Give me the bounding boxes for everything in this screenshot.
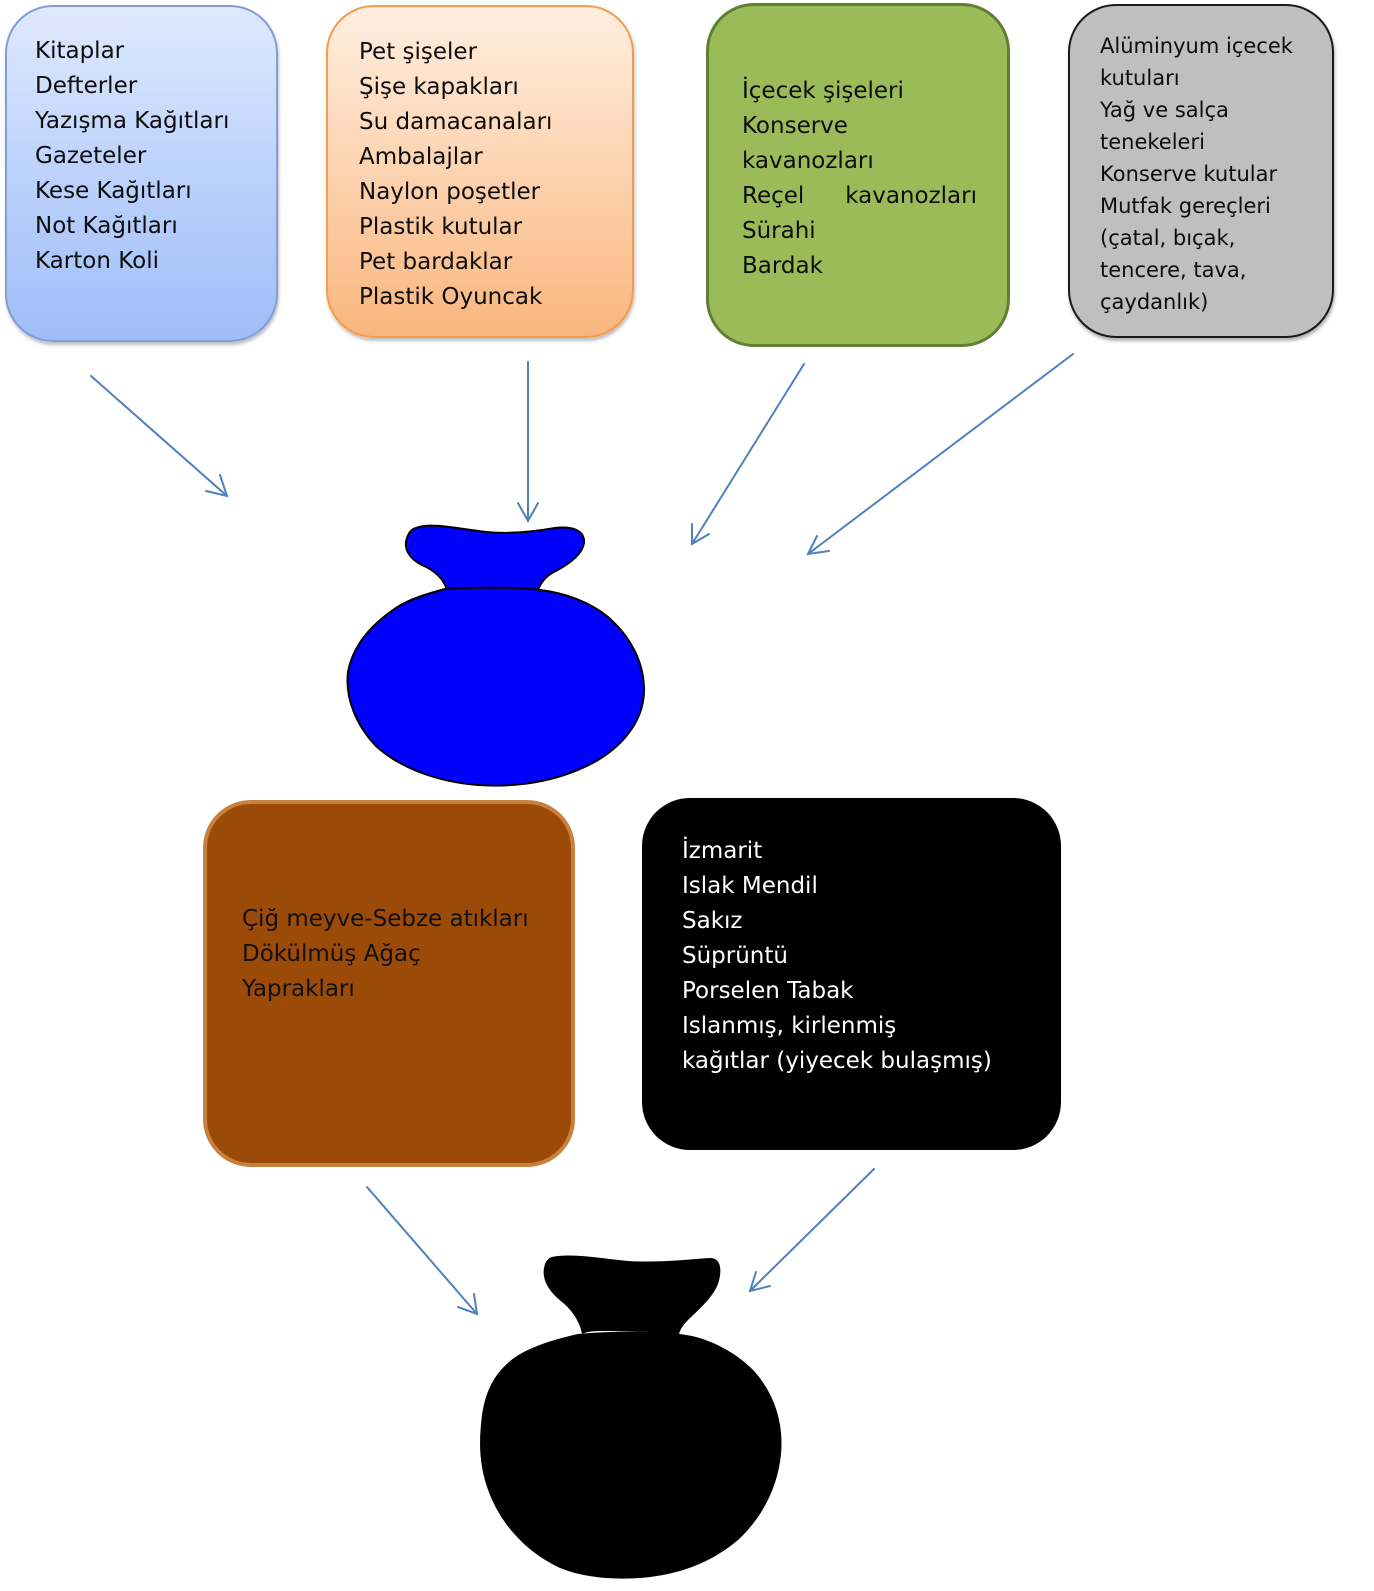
- list-item: çaydanlık): [1100, 290, 1209, 314]
- metal-waste-box: Alüminyum içecek kutuları Yağ ve salça t…: [1068, 4, 1334, 338]
- arrow-organic-to-bag: [366, 1186, 479, 1316]
- list-item: Şişe kapakları: [359, 74, 519, 100]
- paper-items-list: Kitaplar Defterler Yazışma Kağıtları Gaz…: [35, 34, 276, 279]
- arrow-paper-to-bag: [90, 375, 229, 498]
- arrow-residual-to-bag: [748, 1168, 875, 1293]
- paper-waste-box: Kitaplar Defterler Yazışma Kağıtları Gaz…: [5, 5, 278, 342]
- list-item: Kitaplar: [35, 38, 125, 64]
- list-item: Süprüntü: [682, 943, 788, 969]
- plastic-items-list: Pet şişeler Şişe kapakları Su damacanala…: [359, 35, 632, 315]
- list-item: Konserve: [742, 113, 848, 139]
- list-item: Bardak: [742, 253, 823, 279]
- waste-bag-icon: [480, 1255, 782, 1579]
- residual-waste-box: İzmarit Islak Mendil Sakız Süprüntü Pors…: [642, 798, 1061, 1150]
- list-item: İzmarit: [682, 838, 763, 864]
- list-item: Plastik Oyuncak: [359, 284, 543, 310]
- list-item: İçecek şişeleri: [742, 78, 904, 104]
- list-item: Ambalajlar: [359, 144, 483, 170]
- list-item: kutuları: [1100, 66, 1180, 90]
- list-item: Su damacanaları: [359, 109, 553, 135]
- arrow-glass-to-bag: [691, 363, 805, 546]
- glass-items-list: İçecek şişeleri Konserve kavanozları Reç…: [742, 74, 977, 284]
- list-item: Islanmış, kirlenmiş: [682, 1013, 897, 1039]
- arrow-plastic-to-bag: [517, 361, 539, 524]
- list-item: Yağ ve salça: [1100, 98, 1229, 122]
- list-item: Konserve kutular: [1100, 162, 1278, 186]
- list-item: Plastik kutular: [359, 214, 523, 240]
- list-item: Pet şişeler: [359, 39, 478, 65]
- glass-waste-box: İçecek şişeleri Konserve kavanozları Reç…: [706, 3, 1010, 347]
- list-item: Pet bardaklar: [359, 249, 513, 275]
- list-item: Naylon poşetler: [359, 179, 541, 205]
- list-item: Yazışma Kağıtları: [35, 108, 230, 134]
- arrows: [90, 353, 1074, 1316]
- list-item: Yaprakları: [242, 976, 355, 1002]
- arrow-metal-to-bag: [806, 353, 1074, 556]
- list-item: Alüminyum içecek: [1100, 34, 1293, 58]
- metal-items-list: Alüminyum içecek kutuları Yağ ve salça t…: [1100, 30, 1332, 318]
- residual-items-list: İzmarit Islak Mendil Sakız Süprüntü Pors…: [682, 834, 1061, 1079]
- list-item: Islak Mendil: [682, 873, 818, 899]
- organic-items-list: Çiğ meyve-Sebze atıkları Dökülmüş Ağaç Y…: [242, 902, 571, 1007]
- list-item-word: kavanozları: [845, 183, 977, 209]
- list-item: kağıtlar (yiyecek bulaşmış): [682, 1048, 992, 1074]
- list-item: Dökülmüş Ağaç: [242, 941, 421, 967]
- list-item: Defterler: [35, 73, 138, 99]
- plastic-waste-box: Pet şişeler Şişe kapakları Su damacanala…: [326, 5, 634, 338]
- list-item: Gazeteler: [35, 143, 147, 169]
- list-item: Sakız: [682, 908, 743, 934]
- list-item: tencere, tava,: [1100, 258, 1247, 282]
- recycle-bag-icon: [346, 524, 646, 787]
- list-item: Reçel kavanozları: [742, 179, 977, 214]
- list-item: Çiğ meyve-Sebze atıkları: [242, 906, 529, 932]
- list-item: (çatal, bıçak,: [1100, 226, 1236, 250]
- list-item: kavanozları: [742, 148, 874, 174]
- list-item: Mutfak gereçleri: [1100, 194, 1271, 218]
- list-item: Not Kağıtları: [35, 213, 178, 239]
- list-item: Sürahi: [742, 218, 816, 244]
- list-item-word: Reçel: [742, 183, 805, 209]
- list-item: Kese Kağıtları: [35, 178, 192, 204]
- list-item: Karton Koli: [35, 248, 159, 274]
- organic-waste-box: Çiğ meyve-Sebze atıkları Dökülmüş Ağaç Y…: [203, 800, 575, 1167]
- list-item: Porselen Tabak: [682, 978, 854, 1004]
- list-item: tenekeleri: [1100, 130, 1205, 154]
